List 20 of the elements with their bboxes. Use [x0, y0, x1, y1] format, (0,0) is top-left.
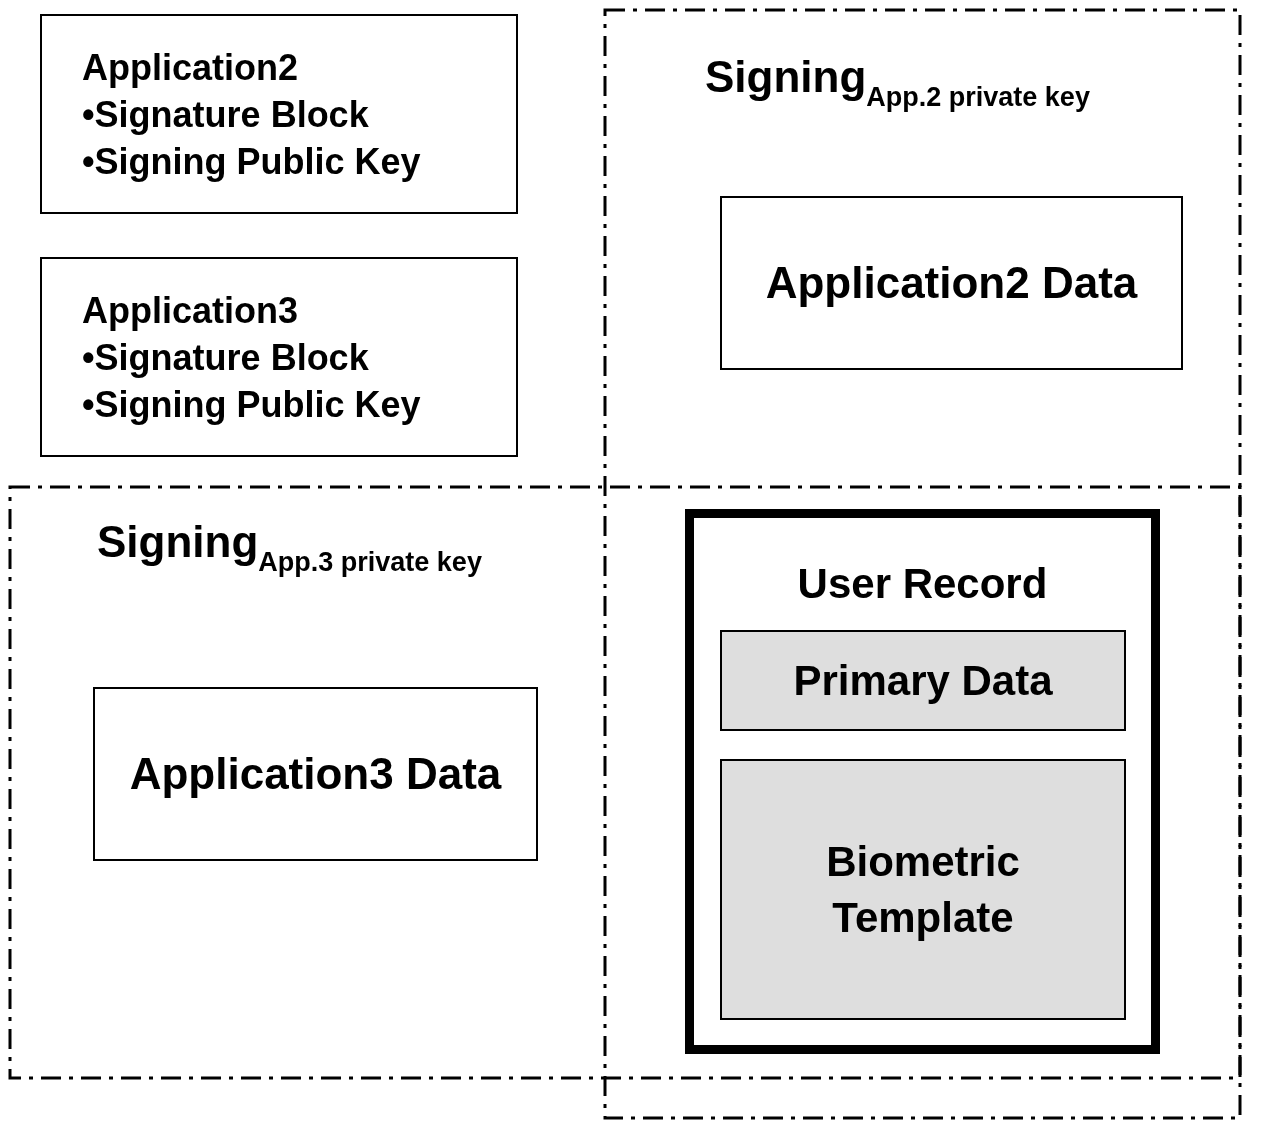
- data-box: [93, 687, 538, 861]
- application-box: [40, 257, 518, 457]
- user-record-box: [685, 509, 1160, 1054]
- region-heading: Signing$_{App.3 private key}$: [97, 517, 482, 578]
- box-label: Application3 Data: [129, 749, 502, 799]
- box-label: Biometric Template: [825, 836, 1021, 943]
- box-label: User Record: [796, 560, 1049, 608]
- box-heading: Application2: [82, 46, 300, 90]
- data-box: [720, 759, 1126, 1020]
- data-box: [720, 196, 1183, 370]
- box-label: Primary Data: [793, 655, 1053, 706]
- bullet-item: •Signature Block: [82, 93, 370, 137]
- region-heading: Signing$_{App.2 private key}$: [705, 52, 1090, 113]
- application-box: [40, 14, 518, 214]
- box-heading: Application3: [82, 289, 300, 333]
- bullet-item: •Signing Public Key: [82, 140, 422, 184]
- data-box: [720, 630, 1126, 731]
- box-label: Application2 Data: [765, 258, 1138, 308]
- bullet-item: •Signing Public Key: [82, 383, 422, 427]
- bullet-item: •Signature Block: [82, 336, 370, 380]
